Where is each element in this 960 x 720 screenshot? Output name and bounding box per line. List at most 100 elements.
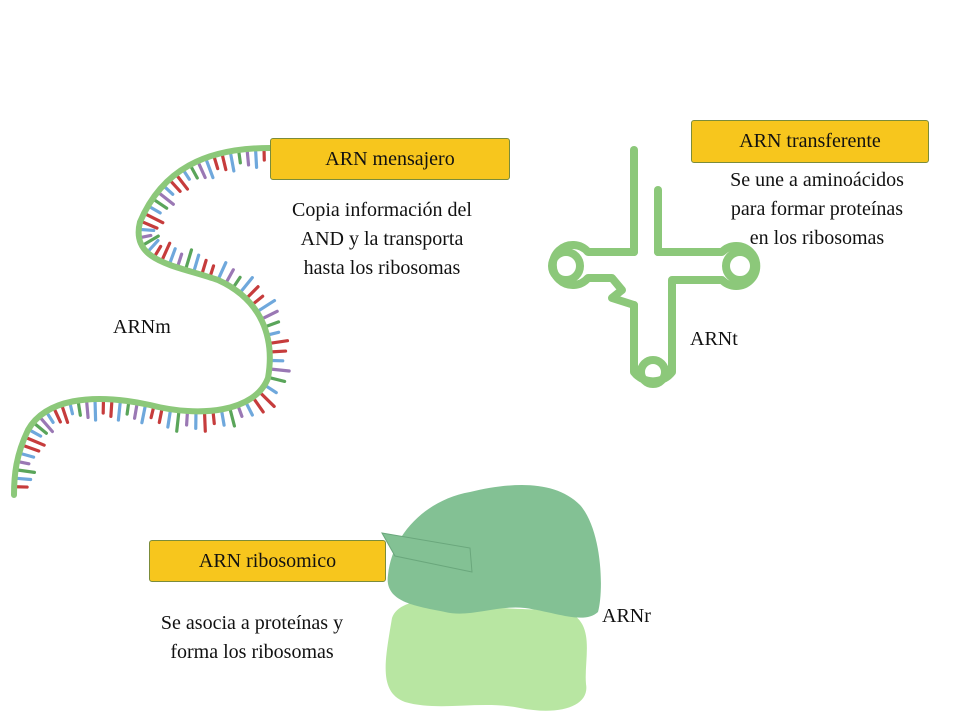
- mrna-base-tick: [208, 264, 216, 277]
- mrna-base-tick: [211, 410, 216, 426]
- mrna-base-tick: [15, 476, 33, 482]
- trna-description-line: en los ribosomas: [749, 227, 885, 249]
- rrna-short-label: ARNr: [602, 605, 651, 627]
- mrna-base-tick: [269, 367, 291, 373]
- mrna-base-tick: [33, 422, 48, 435]
- rrna-title-label: ARN ribosomico: [149, 540, 386, 582]
- mrna-base-tick: [163, 185, 175, 196]
- mrna-base-tick: [76, 400, 82, 417]
- mrna-base-tick: [185, 411, 189, 427]
- mrna-base-tick: [220, 409, 226, 427]
- mrna-base-tick: [152, 198, 169, 210]
- mrna-base-tick: [125, 401, 131, 416]
- mrna-base-tick: [182, 169, 191, 181]
- trna-description-line: Se une a aminoácidos: [730, 169, 904, 191]
- mrna-description-line: AND y la transporta: [300, 228, 464, 250]
- mrna-base-tick: [264, 384, 278, 395]
- mrna-base-tick: [269, 339, 290, 345]
- mrna-base-tick: [85, 399, 90, 420]
- rrna-description-line: forma los ribosomas: [170, 641, 334, 663]
- mrna-base-tick: [25, 436, 46, 447]
- mrna-base-tick: [142, 234, 160, 247]
- ribosome-illustration: [381, 485, 601, 711]
- trna-anticodon-loop: [637, 356, 669, 388]
- mrna-base-tick: [175, 410, 181, 433]
- mrna-base-tick: [251, 294, 265, 306]
- mrna-base-tick: [228, 407, 237, 428]
- mrna-base-tick: [224, 268, 235, 284]
- mrna-base-tick: [19, 452, 36, 459]
- mrna-base-tick: [116, 400, 122, 422]
- mrna-description: Copia información del AND y la transport…: [262, 196, 502, 283]
- mrna-base-tick: [169, 179, 182, 193]
- mrna-base-tick: [184, 248, 194, 270]
- mrna-base-tick: [252, 397, 265, 414]
- mrna-base-tick: [212, 155, 220, 171]
- mrna-base-tick: [175, 174, 190, 191]
- mrna-base-tick: [269, 349, 288, 354]
- mrna-base-tick: [176, 252, 184, 268]
- mrna-base-tick: [140, 404, 147, 425]
- mrna-base-tick: [259, 391, 276, 409]
- mrna-base-tick: [157, 191, 175, 206]
- mrna-base-tick: [202, 411, 207, 433]
- trna-description-line: para formar proteínas: [730, 198, 904, 220]
- mrna-base-tick: [200, 258, 208, 275]
- trna-d-loop: [548, 248, 584, 284]
- mrna-base-tick: [52, 407, 62, 424]
- mrna-title-label: ARN mensajero: [270, 138, 510, 180]
- mrna-base-tick: [267, 330, 281, 337]
- mrna-base-tick: [139, 233, 153, 240]
- mrna-base-tick: [17, 460, 31, 466]
- trna-illustration: [548, 146, 761, 388]
- mrna-base-tick: [93, 399, 98, 422]
- mrna-base-tick: [268, 376, 287, 383]
- mrna-base-tick: [146, 238, 160, 253]
- mrna-base-tick: [189, 164, 199, 180]
- rrna-description: Se asocia a proteínas y forma los riboso…: [132, 609, 372, 667]
- mrna-base-tick: [153, 244, 163, 258]
- mrna-base-tick: [22, 444, 41, 453]
- mrna-base-tick: [204, 158, 215, 180]
- mrna-description-line: hasta los ribosomas: [303, 257, 461, 279]
- mrna-base-tick: [148, 205, 162, 215]
- mrna-base-tick: [160, 241, 172, 262]
- mrna-base-tick: [60, 404, 70, 424]
- mrna-description-line: Copia información del: [292, 199, 472, 221]
- mrna-base-tick: [236, 405, 244, 418]
- mrna-base-tick: [132, 402, 139, 420]
- mrna-base-tick: [149, 406, 156, 420]
- mrna-base-tick: [239, 276, 254, 294]
- ribosome-large-subunit: [387, 485, 601, 618]
- mrna-base-tick: [45, 411, 55, 424]
- mrna-base-tick: [254, 148, 259, 169]
- mrna-base-tick: [196, 161, 207, 180]
- mrna-base-tick: [192, 253, 201, 273]
- mrna-base-tick: [157, 408, 164, 425]
- mrna-base-tick: [244, 401, 254, 417]
- mrna-base-tick: [68, 402, 75, 416]
- mrna-base-tick: [261, 309, 279, 320]
- mrna-base-tick: [245, 285, 260, 299]
- mrna-base-tick: [264, 320, 281, 328]
- mrna-base-tick: [168, 247, 177, 265]
- mrna-base-tick: [232, 275, 242, 289]
- mrna-base-tick: [139, 227, 156, 233]
- mrna-base-tick: [237, 150, 242, 165]
- mrna-base-tick: [38, 416, 54, 434]
- mrna-base-tick: [256, 298, 277, 313]
- mrna-base-tick: [144, 212, 165, 225]
- mrna-base-tick: [220, 153, 228, 172]
- rrna-description-line: Se asocia a proteínas y: [160, 612, 344, 634]
- mrna-strand: [11, 145, 273, 498]
- mrna-base-tick: [217, 261, 228, 280]
- mrna-base-tick: [140, 220, 159, 230]
- mrna-base-tick: [109, 399, 114, 418]
- trna-description: Se une a aminoácidos para formar proteín…: [696, 166, 938, 253]
- mrna-base-tick: [28, 428, 43, 438]
- mrna-nucleotide-bases: [14, 148, 291, 489]
- mrna-base-tick: [228, 151, 236, 173]
- mrna-illustration: [11, 145, 291, 498]
- trna-short-label: ARNt: [690, 328, 738, 350]
